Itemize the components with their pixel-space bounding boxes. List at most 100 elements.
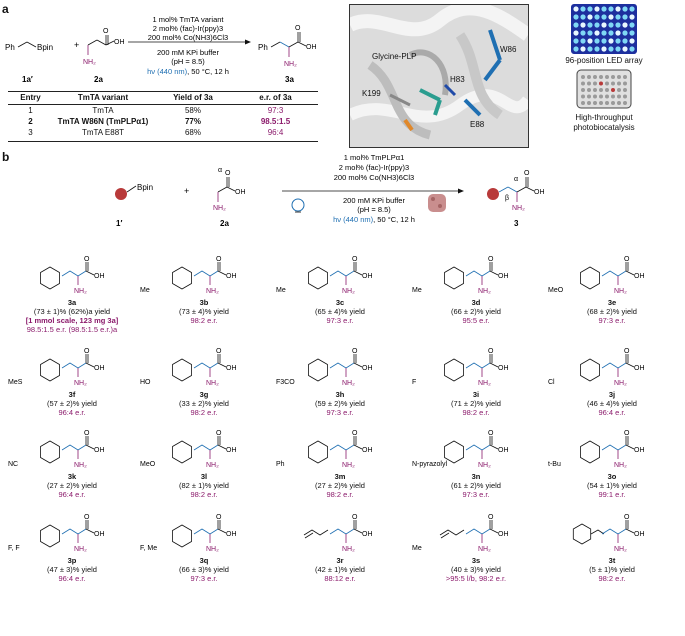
led-dot — [573, 30, 579, 36]
led-dot — [580, 30, 586, 36]
svg-text:O: O — [624, 430, 630, 437]
plate-well — [605, 88, 609, 92]
svg-text:NH₂: NH₂ — [74, 288, 87, 295]
led-dot — [608, 6, 614, 12]
compound-er: 97:3 e.r. — [598, 316, 626, 325]
led-dot — [580, 46, 586, 52]
compound-id: 3t — [608, 556, 616, 565]
svg-text:NH₂: NH₂ — [478, 288, 491, 295]
compound-yield: (73 ± 1)% (62%)a yield — [33, 307, 111, 316]
svg-text:O: O — [488, 514, 494, 521]
compound-er: 97:3 e.r. — [326, 316, 354, 325]
led-dot — [629, 38, 635, 44]
svg-text:OH: OH — [362, 365, 373, 372]
compound-er: 98:2 e.r. — [326, 490, 354, 499]
svg-text:Me: Me — [412, 287, 422, 294]
plate-well — [605, 75, 609, 79]
product-label-b: 3 — [514, 219, 519, 228]
svg-text:MeS: MeS — [8, 379, 23, 386]
cond-a-1: 1 mol% TmTA variant — [153, 15, 225, 24]
svg-text:F, F: F, F — [8, 545, 20, 552]
compound-id: 3l — [200, 472, 208, 481]
svg-text:F3CO: F3CO — [276, 379, 295, 386]
panel-b-letter: b — [2, 150, 10, 164]
compound-yield: (5 ± 1)% yield — [589, 565, 635, 574]
plate-well — [611, 88, 615, 92]
compound-yield: (66 ± 3)% yield — [179, 565, 229, 574]
led-dot — [629, 22, 635, 28]
compound-yield: (73 ± 4)% yield — [179, 307, 229, 316]
table-row: 3 TmTA E88T 68% 96:4 — [28, 128, 284, 137]
compound-id: 3g — [199, 390, 209, 399]
th-entry: Entry — [20, 93, 41, 102]
led-dot — [587, 46, 593, 52]
plate-well — [581, 81, 585, 86]
plate-well — [587, 88, 591, 92]
plate-well — [599, 94, 603, 99]
svg-text:NH₂: NH₂ — [478, 380, 491, 387]
led-dot — [601, 22, 607, 28]
led-dot — [594, 46, 600, 52]
led-dot — [594, 6, 600, 12]
svg-text:O: O — [225, 170, 231, 177]
svg-text:NH₂: NH₂ — [284, 61, 297, 68]
led-dot — [573, 38, 579, 44]
plate-well — [581, 94, 585, 99]
svg-text:O: O — [352, 430, 358, 437]
compound-er: 98:2 e.r. — [190, 316, 218, 325]
compound-yield: (42 ± 1)% yield — [315, 565, 365, 574]
plate-well — [587, 81, 591, 86]
compound-er: 97:3 e.r. — [462, 490, 490, 499]
svg-text:O: O — [84, 430, 90, 437]
compound-id: 3k — [67, 472, 77, 481]
ph-label-a: Ph — [5, 43, 15, 52]
panel-b-scheme: Bpin 1′ + α O OH NH₂ 2a 1 mol% TmPLPα1 2… — [115, 153, 545, 228]
svg-text:NH₂: NH₂ — [342, 546, 355, 553]
led-dot — [580, 22, 586, 28]
cond-b-light: hν (440 nm), 50 °C, 12 h — [333, 215, 415, 224]
compound-id: 3c — [335, 298, 345, 307]
compound-yield: (40 ± 3)% yield — [451, 565, 501, 574]
svg-text:NH₂: NH₂ — [614, 288, 627, 295]
svg-text:OH: OH — [226, 365, 237, 372]
svg-text:OH: OH — [235, 189, 246, 196]
plate-well — [611, 101, 615, 105]
panel-a-scheme: Ph Bpin 1a′ + O OH NH₂ 2a 1 mol% TmTA va… — [5, 15, 317, 84]
compound-er: 98.5:1.5 e.r. (98.5:1.5 e.r.)a — [26, 325, 118, 334]
compound-er: 98:2 e.r. — [598, 574, 626, 583]
svg-text:OH: OH — [634, 273, 645, 280]
compound-yield: (61 ± 2)% yield — [451, 481, 501, 490]
cond-a-3: 200 mol% Co(NH3)6Cl3 — [148, 33, 228, 42]
plate-well — [581, 75, 585, 79]
plate-well — [599, 81, 603, 86]
compound-id: 3j — [608, 390, 616, 399]
led-dot — [608, 38, 614, 44]
compound-id: 3n — [471, 472, 481, 481]
svg-text:NH₂: NH₂ — [74, 546, 87, 553]
cond-b-4: 200 mM KPi buffer — [343, 196, 405, 205]
compound-id: 3q — [199, 556, 209, 565]
svg-text:OH: OH — [498, 365, 509, 372]
svg-text:Ph: Ph — [276, 461, 285, 468]
svg-text:O: O — [295, 25, 301, 32]
cond-a-light-suffix: , 50 °C, 12 h — [187, 67, 229, 76]
svg-text:O: O — [352, 514, 358, 521]
compound-er: 97:3 e.r. — [326, 408, 354, 417]
enzyme-icon — [428, 194, 446, 212]
svg-text:+: + — [184, 186, 189, 196]
led-dot — [608, 46, 614, 52]
plate-well — [605, 94, 609, 99]
plate-well — [623, 101, 627, 105]
svg-text:O: O — [524, 170, 530, 177]
plate-well — [593, 101, 597, 105]
label-glycine-plp: Glycine-PLP — [372, 52, 417, 61]
plate-well — [587, 94, 591, 99]
